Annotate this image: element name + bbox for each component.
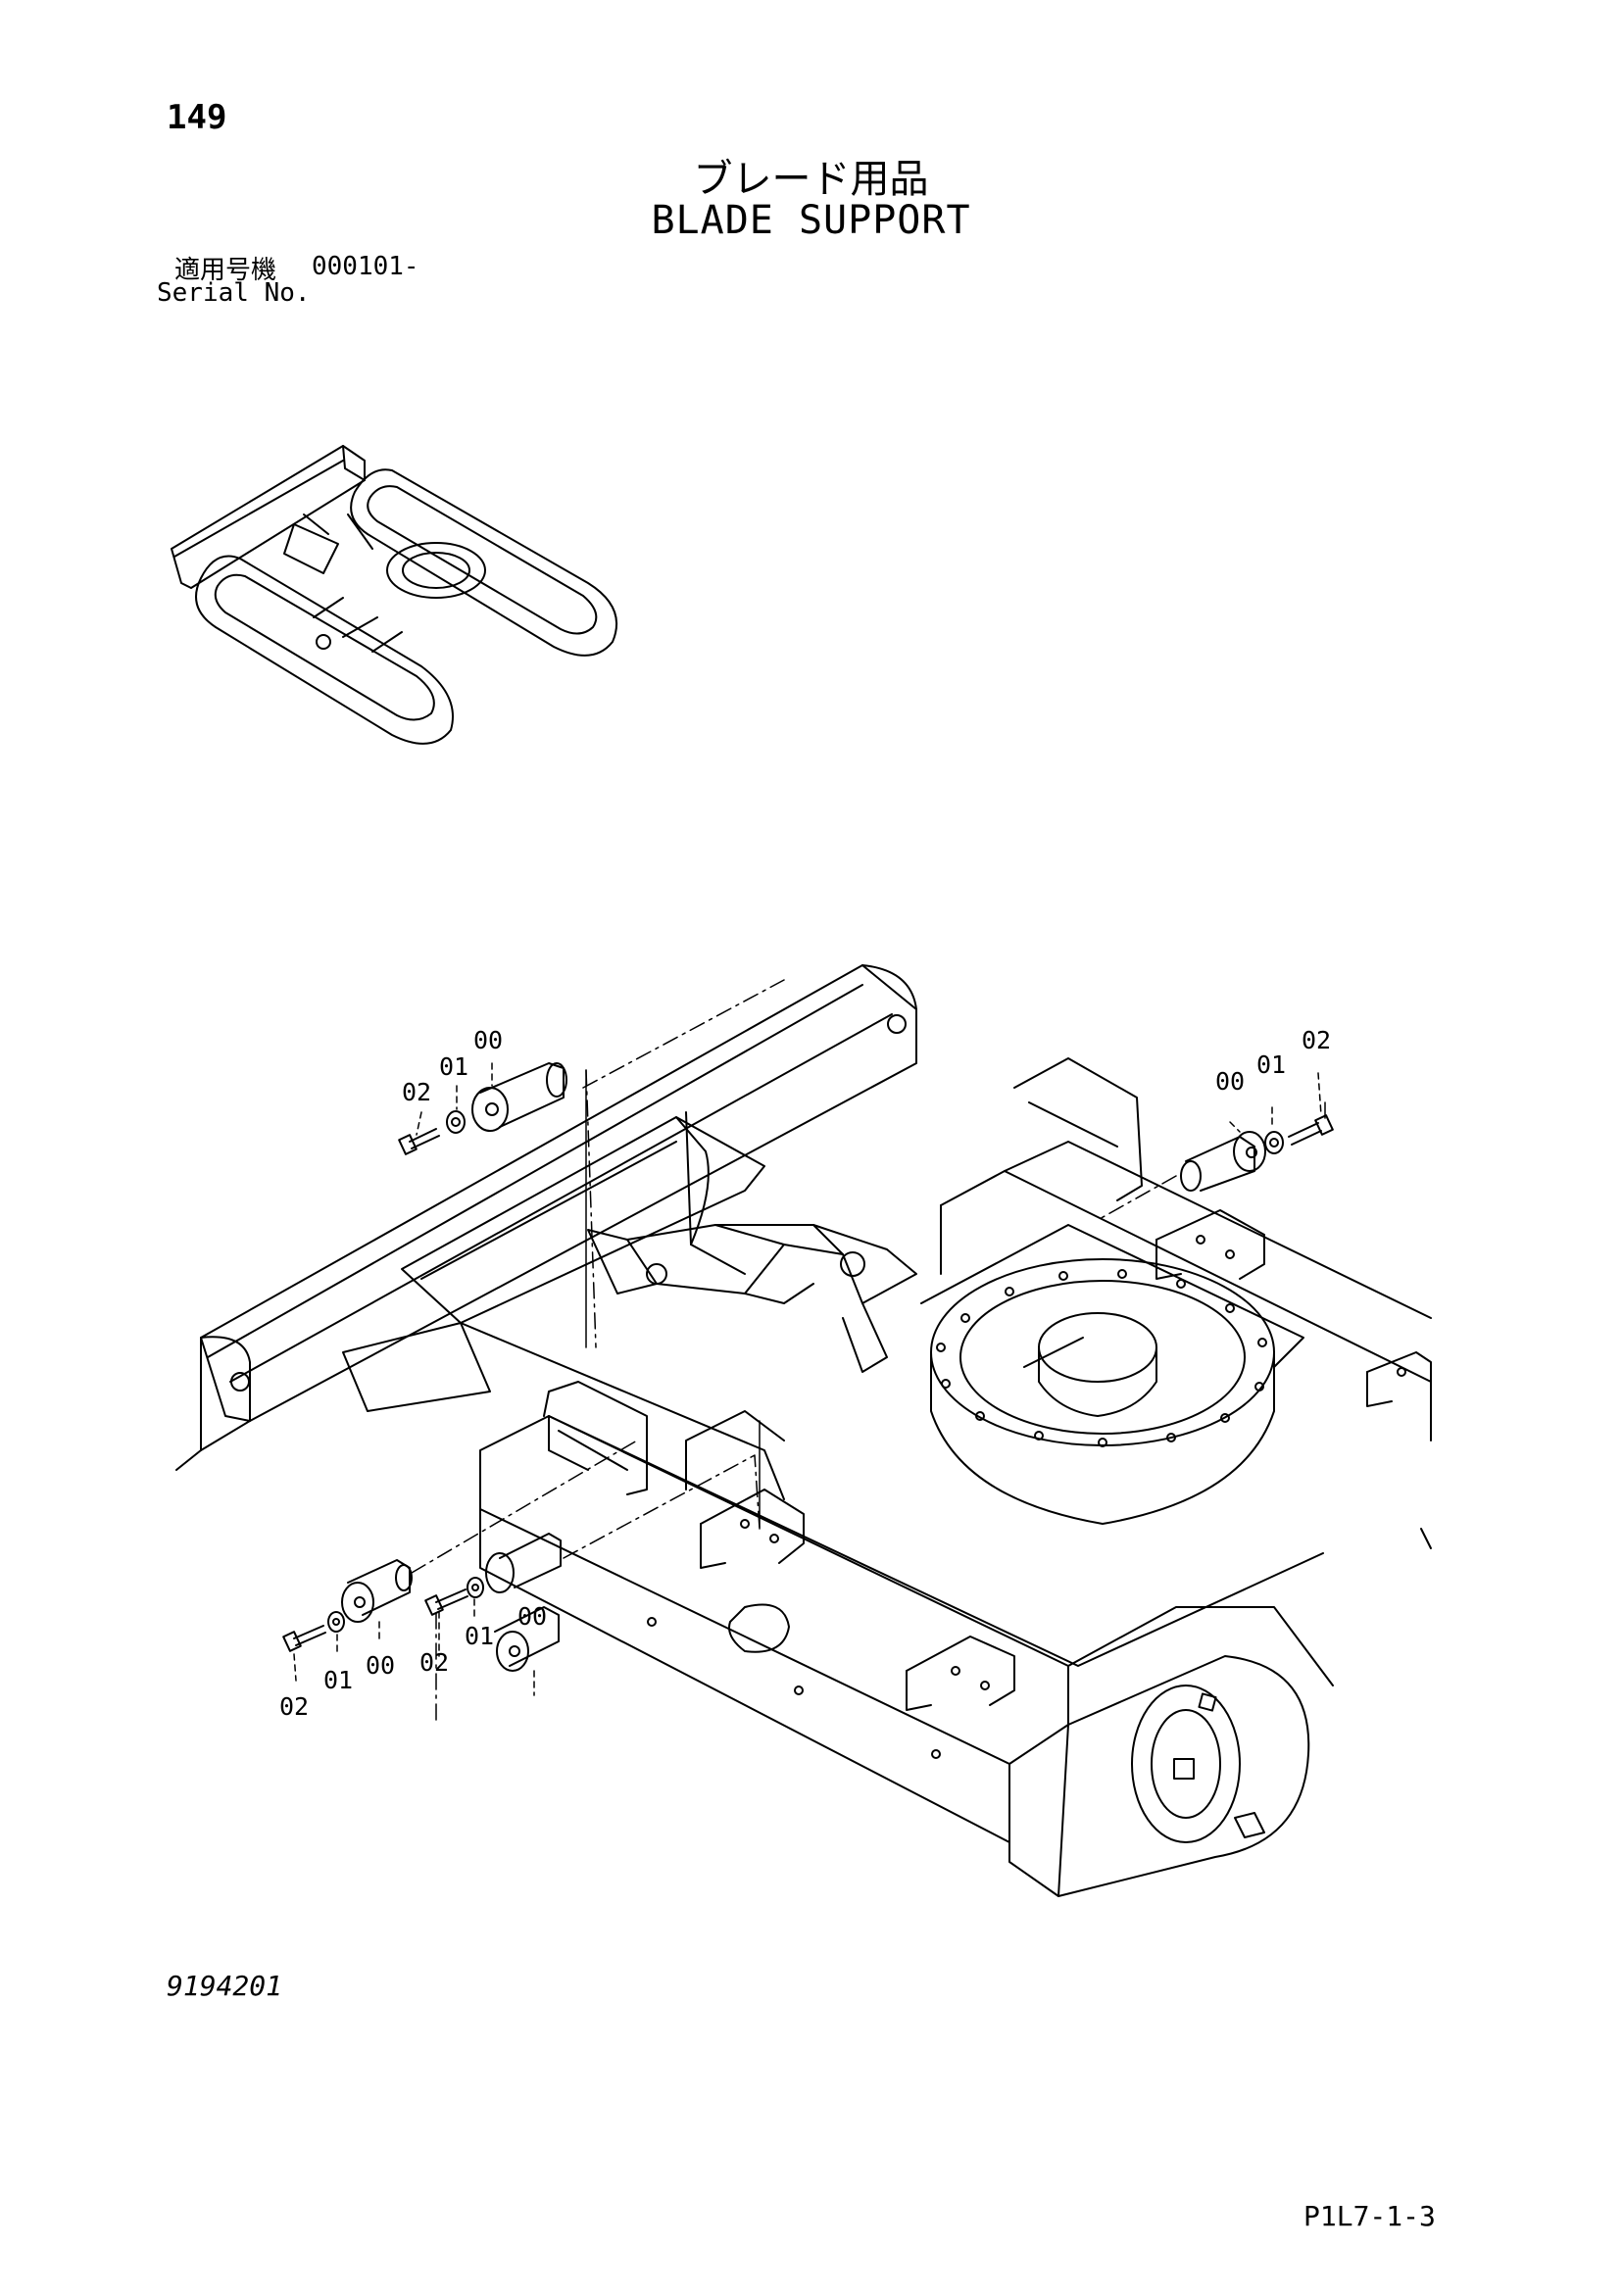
callout-labels: 00 01 02 00 01 02 00 01 02 00 01 02	[279, 1026, 1331, 1721]
callout-lm-01: 01	[465, 1622, 494, 1650]
overview-thumbnail	[171, 445, 617, 745]
callout-lm-02: 02	[419, 1648, 449, 1677]
callout-ur-00: 00	[1215, 1067, 1245, 1096]
callout-ur-02: 02	[1302, 1026, 1331, 1054]
pin-assembly-lower-middle	[424, 1533, 562, 1672]
callout-lm-00: 00	[517, 1602, 547, 1631]
serial-value: 000101-	[312, 252, 419, 281]
callout-ul-01: 01	[439, 1052, 468, 1081]
pin-assembly-upper-left	[398, 1062, 567, 1155]
callout-ll-02: 02	[279, 1692, 309, 1721]
bearing-bolt-holes	[936, 1269, 1267, 1447]
assembly-leader-lines	[411, 979, 1326, 1721]
callout-ur-01: 01	[1256, 1050, 1286, 1079]
callout-ll-00: 00	[366, 1651, 395, 1680]
main-drawing	[175, 964, 1432, 1897]
callout-ul-00: 00	[473, 1026, 503, 1054]
callout-leaders	[293, 1062, 1322, 1696]
serial-label-english: Serial No.	[157, 278, 311, 308]
title-english: BLADE SUPPORT	[651, 198, 971, 243]
title-japanese: ブレード用品	[693, 157, 929, 202]
figure-code: 9194201	[167, 1970, 283, 2002]
pin-assembly-lower-left	[282, 1559, 413, 1652]
pin-assembly-upper-right	[1180, 1114, 1334, 1192]
page-code: P1L7-1-3	[1303, 2200, 1436, 2232]
serial-label-japanese: 適用号機	[174, 256, 277, 285]
page-number: 149	[167, 98, 227, 137]
callout-ll-01: 01	[323, 1666, 353, 1694]
callout-ul-02: 02	[402, 1078, 431, 1106]
